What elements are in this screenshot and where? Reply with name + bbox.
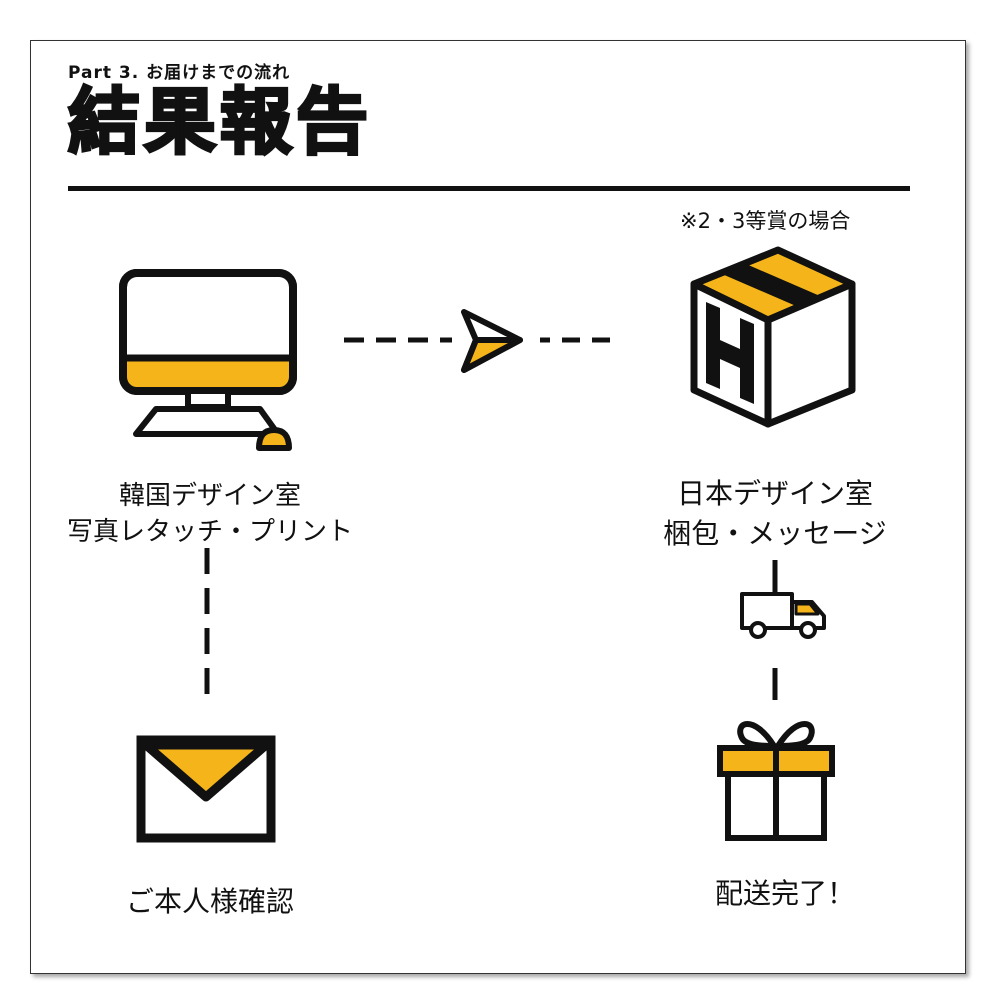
japan-studio-task: 梱包・メッセージ <box>663 517 887 550</box>
package-box-icon <box>690 246 856 428</box>
identity-check-label: ご本人様確認 <box>125 885 294 918</box>
envelope-icon <box>136 735 276 843</box>
section-subtitle: Part 3. お届けまでの流れ <box>68 63 291 83</box>
page-title: 結果報告 <box>66 80 373 164</box>
connector-right <box>772 560 778 700</box>
korea-studio-name: 韓国デザイン室 <box>118 481 301 511</box>
delivery-truck-icon <box>740 592 826 639</box>
computer-icon <box>119 269 297 451</box>
title-divider <box>68 186 910 191</box>
delivery-complete-label: 配送完了！ <box>714 877 855 910</box>
japan-studio-label: 日本デザイン室 梱包・メッセージ <box>600 474 950 554</box>
korea-studio-label: 韓国デザイン室 写真レタッチ・プリント <box>40 478 380 550</box>
gift-icon <box>717 721 835 841</box>
korea-studio-task: 写真レタッチ・プリント <box>66 517 353 547</box>
connector-left <box>204 548 210 708</box>
send-arrow <box>344 309 622 373</box>
japan-studio-name: 日本デザイン室 <box>676 477 873 510</box>
prize-note: ※2・3等賞の場合 <box>680 209 851 233</box>
